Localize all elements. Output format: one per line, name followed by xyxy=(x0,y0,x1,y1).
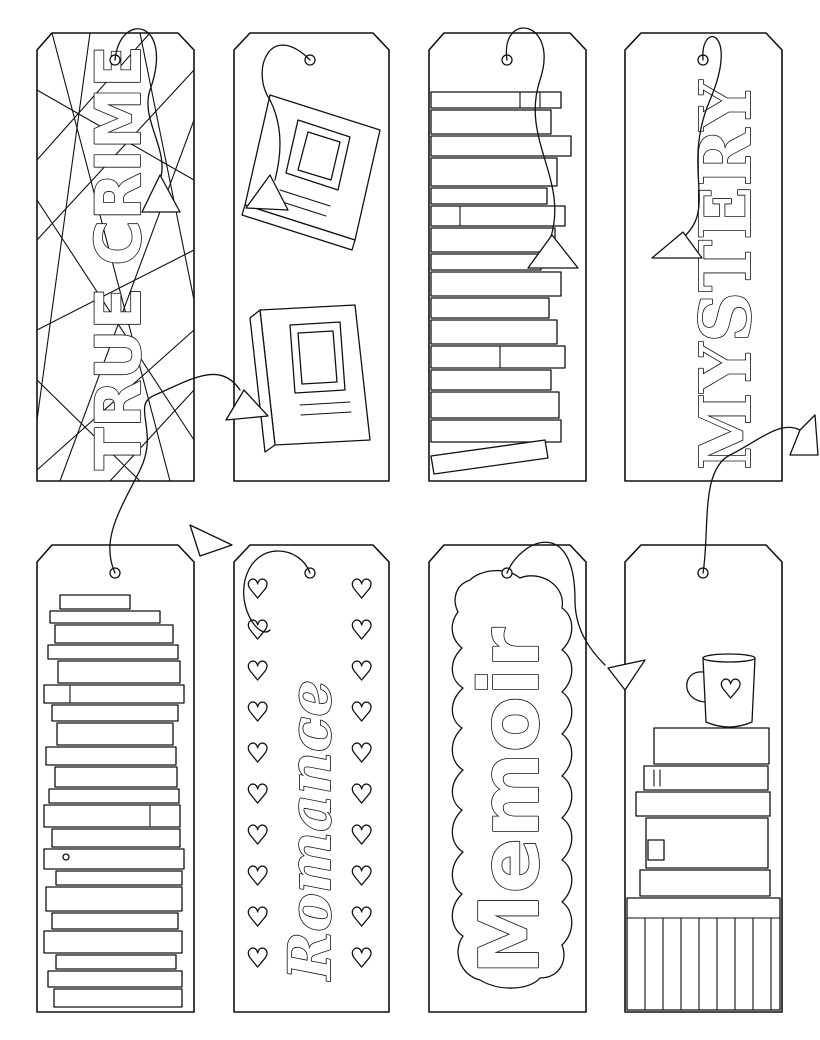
mug-heart-icon: ♥ xyxy=(719,675,742,705)
heart-icon: ♥ xyxy=(246,780,269,810)
heart-icon: ♥ xyxy=(246,616,269,646)
romance-title: Romance xyxy=(276,680,344,982)
heart-icon: ♥ xyxy=(350,698,373,728)
heart-icon: ♥ xyxy=(246,739,269,769)
heart-icon: ♥ xyxy=(246,698,269,728)
heart-icon: ♥ xyxy=(350,616,373,646)
heart-icon: ♥ xyxy=(246,575,269,605)
bookmark-true-crime: TRUE CRIME xyxy=(36,32,195,482)
crime-web-pattern xyxy=(36,32,195,482)
coffee-book-stack xyxy=(635,727,771,897)
bookmark-book-shelf xyxy=(428,32,587,482)
heart-icon: ♥ xyxy=(350,739,373,769)
bookmark-book-stack xyxy=(36,544,195,1013)
striped-table xyxy=(626,897,781,1011)
heart-icon: ♥ xyxy=(350,780,373,810)
true-crime-title: TRUE CRIME xyxy=(82,45,155,470)
heart-icon: ♥ xyxy=(350,821,373,851)
bookmark-coffee-books: ♥ xyxy=(624,544,783,1013)
memoir-title: Memoir xyxy=(463,627,558,975)
coffee-mug: ♥ xyxy=(686,653,756,728)
memoir-cloud-border xyxy=(451,570,573,989)
heart-pattern: ♥ ♥ ♥ ♥ ♥ ♥ ♥ ♥ ♥ ♥ ♥ ♥ ♥ ♥ ♥ ♥ ♥ ♥ ♥ ♥ xyxy=(245,574,374,974)
heart-icon: ♥ xyxy=(350,657,373,687)
mystery-title: MYSTERY xyxy=(684,80,767,470)
heart-icon: ♥ xyxy=(246,657,269,687)
tassels xyxy=(141,174,819,691)
heart-icon: ♥ xyxy=(350,903,373,933)
heart-icon: ♥ xyxy=(246,862,269,892)
heart-icon: ♥ xyxy=(246,821,269,851)
heart-icon: ♥ xyxy=(350,862,373,892)
heart-icon: ♥ xyxy=(246,903,269,933)
stacked-books xyxy=(43,594,185,1008)
heart-icon: ♥ xyxy=(350,944,373,974)
book-illustration-lower xyxy=(249,304,371,453)
bookmark-memoir: Memoir xyxy=(428,544,587,1013)
bookmark-romance: Romance ♥ ♥ ♥ ♥ ♥ ♥ ♥ ♥ ♥ ♥ ♥ ♥ ♥ ♥ ♥ ♥ ♥ ♥ ♥ ♥ xyxy=(233,544,390,1013)
heart-icon: ♥ xyxy=(350,575,373,605)
heart-icon: ♥ xyxy=(246,944,269,974)
shelf-books xyxy=(430,91,572,475)
bookmark-mystery: MYSTERY xyxy=(624,32,783,482)
bookmark-strings xyxy=(109,27,801,666)
